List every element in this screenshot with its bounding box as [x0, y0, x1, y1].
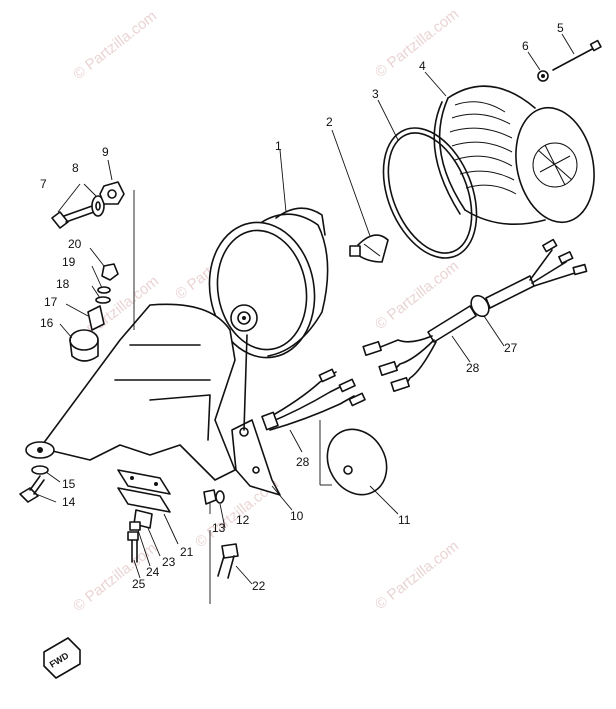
callout-5: 5: [557, 21, 564, 35]
callout-9: 9: [102, 145, 109, 159]
part-bolt-22: [217, 543, 239, 579]
callout-22: 22: [252, 579, 266, 593]
callout-23: 23: [162, 555, 176, 569]
callout-4: 4: [419, 59, 426, 73]
part-rim-3: [382, 127, 478, 259]
part-harness-28-left: [261, 368, 366, 431]
callout-16: 16: [40, 316, 54, 330]
part-bolt-7: [51, 205, 95, 229]
callout-11: 11: [398, 513, 411, 527]
callout-27: 27: [504, 341, 518, 355]
callout-13: 13: [212, 521, 226, 535]
watermark-top-right: © Partzilla.com: [372, 6, 462, 82]
part-nut-9: [99, 181, 125, 205]
callout-6: 6: [522, 39, 529, 53]
part-damper-16: [69, 329, 99, 362]
callout-14: 14: [62, 495, 76, 509]
part-washer-19: [97, 286, 111, 294]
shell-lens-pattern: [532, 142, 578, 188]
part-washer-15: [31, 465, 49, 475]
callout-15: 15: [62, 477, 76, 491]
callout-7: 7: [40, 177, 47, 191]
callout-28-right: 28: [466, 361, 480, 375]
part-bulb-2: [349, 234, 389, 263]
callout-12: 12: [236, 513, 250, 527]
callout-28-left: 28: [296, 455, 310, 469]
callout-3: 3: [372, 87, 379, 101]
callout-labels: 1 2 3 4 5 6 7 8 9 10 11 12 13 14 15 16 1…: [40, 21, 564, 593]
callout-21: 21: [180, 545, 194, 559]
part-bolt-5: [552, 39, 602, 71]
callout-18: 18: [56, 277, 70, 291]
part-cap-11: [326, 428, 388, 496]
callout-10: 10: [290, 509, 304, 523]
callout-20: 20: [68, 237, 82, 251]
shell-grille: [449, 101, 517, 195]
bracket-stay: [25, 303, 236, 481]
part-nut-20: [101, 263, 119, 281]
part-collar-17: [87, 305, 105, 331]
callout-2: 2: [326, 115, 333, 129]
part-washer-18: [95, 296, 111, 304]
part-grommet-27: [470, 294, 490, 318]
callout-8: 8: [72, 161, 79, 175]
part-plate-21: [117, 469, 171, 513]
part-nut-6: [537, 70, 549, 82]
callout-24: 24: [146, 565, 160, 579]
part-washer-8: [91, 195, 105, 217]
watermark-top-left: © Partzilla.com: [70, 8, 160, 84]
part-nut-13: [203, 489, 217, 505]
part-washer-12: [215, 490, 225, 504]
callout-1: 1: [275, 139, 282, 153]
callout-17: 17: [44, 295, 58, 309]
watermark-low-right: © Partzilla.com: [372, 538, 462, 614]
part-headlight-shell-4: [433, 85, 595, 225]
guide-lines: [133, 190, 332, 604]
leader-lines: [35, 33, 575, 585]
fwd-direction-marker: FWD: [43, 637, 81, 679]
part-harness-28-right: [362, 238, 588, 393]
part-bolt-14: [19, 475, 45, 503]
part-bolt-25: [127, 531, 139, 563]
callout-25: 25: [132, 577, 146, 591]
part-collar-24: [129, 521, 141, 531]
callout-19: 19: [62, 255, 76, 269]
part-headlight-unit-1: [208, 207, 329, 359]
